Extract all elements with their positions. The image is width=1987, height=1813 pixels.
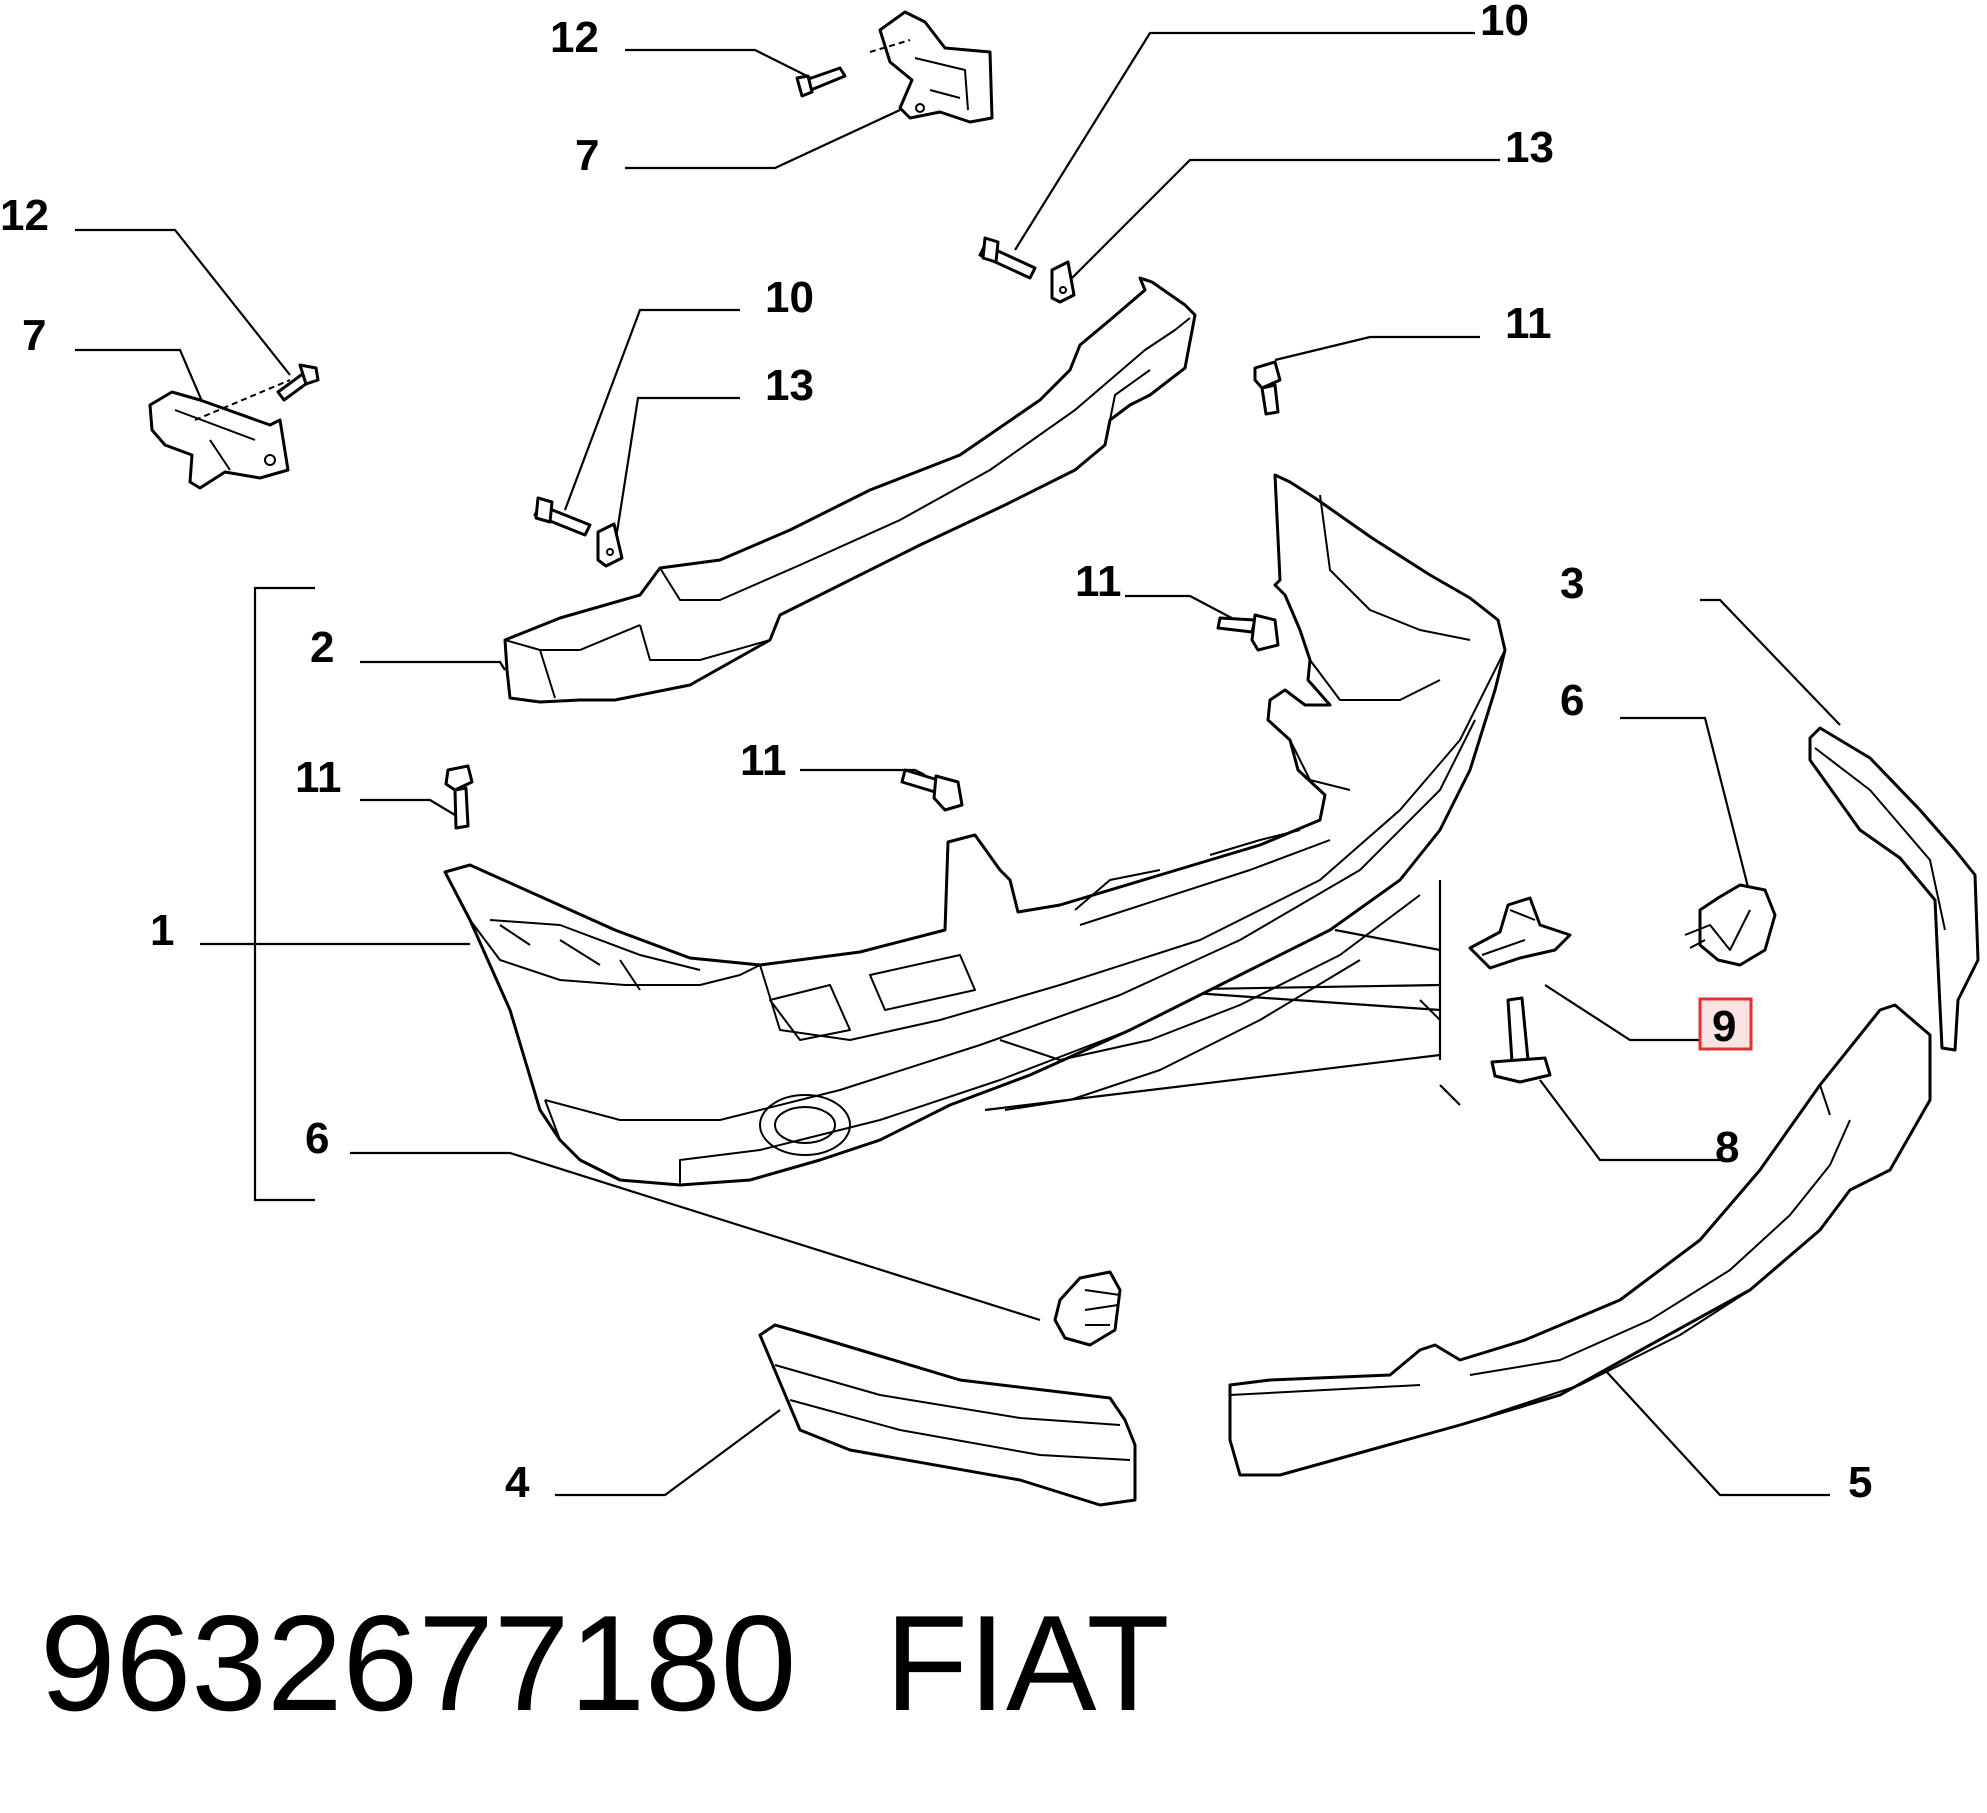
clip-13-top xyxy=(1050,260,1076,304)
callout-12-top: 12 xyxy=(550,13,599,62)
bolt-left xyxy=(276,363,320,402)
bolt-11-lower xyxy=(900,768,964,812)
callout-9-highlight-box xyxy=(1698,997,1753,1051)
callout-8: 8 xyxy=(1715,1123,1739,1172)
callout-11-lower: 11 xyxy=(740,736,787,785)
bolt-11-center xyxy=(1216,613,1280,652)
bracket-left xyxy=(148,379,291,490)
callout-7-left: 7 xyxy=(22,311,46,360)
callout-11-center: 11 xyxy=(1075,557,1122,606)
bolt-top xyxy=(795,66,847,98)
bolt-10-mid xyxy=(533,496,592,537)
callout-12-left: 12 xyxy=(0,191,49,240)
callout-1: 1 xyxy=(150,906,174,955)
corner-trim-right xyxy=(1808,726,1980,1052)
bolt-11-right xyxy=(1253,360,1282,416)
callout-11-left: 11 xyxy=(295,753,342,802)
callout-3: 3 xyxy=(1560,559,1584,608)
reinforcement-beam xyxy=(503,276,1197,704)
bracket-9 xyxy=(1468,896,1572,970)
bracket-top xyxy=(869,10,994,124)
brand-name: FIAT xyxy=(885,1587,1170,1739)
callout-labels: 12 7 10 13 12 7 10 13 11 11 2 3 6 11 11 … xyxy=(0,0,1872,1507)
callout-6-left: 6 xyxy=(305,1114,329,1163)
bolt-10-top xyxy=(978,236,1037,280)
callout-10-mid: 10 xyxy=(765,273,814,322)
part-number: 9632677180 xyxy=(40,1587,796,1739)
callout-5: 5 xyxy=(1848,1458,1872,1507)
bolt-11-left xyxy=(444,764,474,830)
callout-10-top: 10 xyxy=(1480,0,1529,45)
bumper-cover xyxy=(443,473,1507,1187)
callout-11-right: 11 xyxy=(1505,299,1552,348)
cap-6-right xyxy=(1684,883,1777,967)
lower-trim-left xyxy=(758,1323,1137,1507)
callout-2: 2 xyxy=(310,623,334,672)
cap-6-left xyxy=(1053,1270,1122,1347)
callout-6-right: 6 xyxy=(1560,676,1584,725)
leader-lines xyxy=(75,31,1841,1497)
callout-7-top: 7 xyxy=(575,131,599,180)
screw-8 xyxy=(1490,996,1552,1084)
clip-13-mid xyxy=(596,522,624,568)
lower-trim-right xyxy=(1228,1003,1932,1477)
callout-9: 9 xyxy=(1712,1002,1736,1051)
callout-4: 4 xyxy=(505,1458,530,1507)
callout-13-mid: 13 xyxy=(765,361,814,410)
callout-13-top: 13 xyxy=(1505,123,1554,172)
